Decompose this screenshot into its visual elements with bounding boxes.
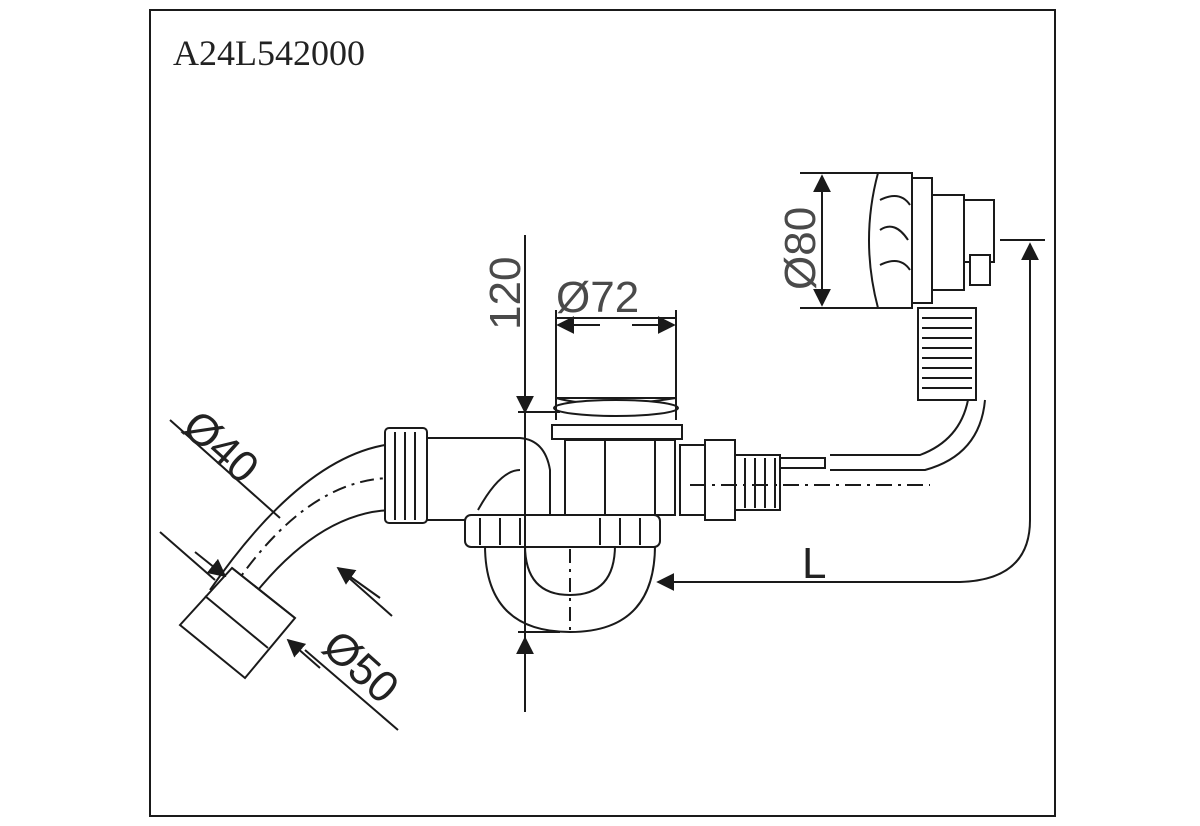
dim-overflow-80: Ø80 xyxy=(776,207,825,290)
overflow-head xyxy=(868,172,995,401)
dimension-lines xyxy=(159,172,1045,731)
overflow-connector xyxy=(679,399,986,521)
drain-outlet xyxy=(551,317,683,516)
dim-pipe-40: Ø40 xyxy=(173,401,268,493)
product-code: A24L542000 xyxy=(173,33,365,73)
drawing-frame xyxy=(149,9,1056,817)
dim-outlet-72: Ø72 xyxy=(556,273,639,322)
trap-body xyxy=(426,437,661,635)
bend-nut xyxy=(384,427,428,524)
dim-pipe-50: Ø50 xyxy=(313,621,408,713)
dim-height-120: 120 xyxy=(481,257,530,330)
outlet-pipe xyxy=(178,444,396,680)
dim-length-l: L xyxy=(802,539,826,588)
